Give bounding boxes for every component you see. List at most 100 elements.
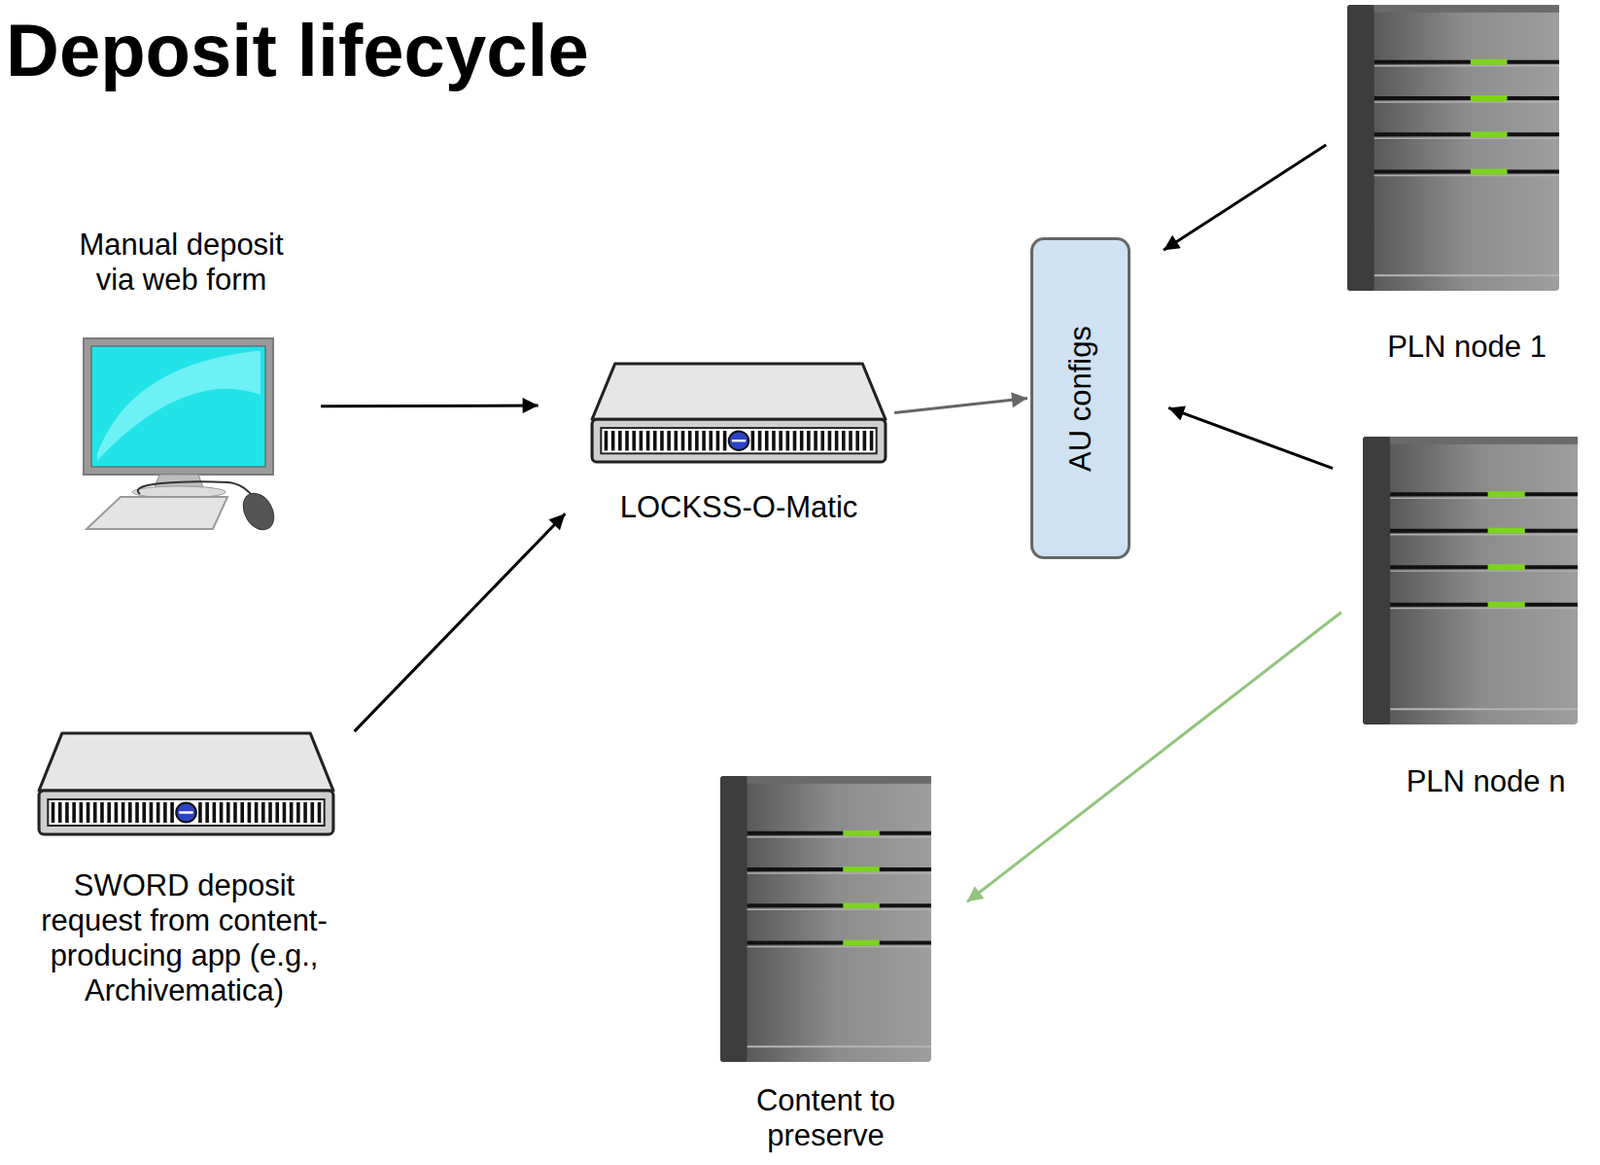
label-slot: SWORD deposit request from content-produ… [29,868,341,1009]
node-label: Manual deposit via web form [62,227,301,298]
vent-bar [254,801,259,823]
vent-bar [289,801,294,823]
status-led [842,902,879,908]
vent-bar [275,801,279,823]
vent-bar [708,430,713,451]
bay-line [1390,491,1578,496]
bay-highlight [1374,65,1560,67]
vent-bar [841,430,846,451]
tower-base-line [1374,274,1560,277]
vent-bar [820,430,825,451]
bay-highlight [1390,607,1578,609]
bay-highlight [1374,101,1560,103]
server-front [38,790,334,835]
status-led [1470,95,1508,102]
vent-bar [813,430,818,451]
vent-bar [240,801,244,823]
vent-bar [611,430,616,451]
bay-line [1374,60,1560,65]
vent-bar [310,801,314,823]
status-led [1488,527,1526,534]
vent-bar [701,430,706,451]
vent-bar [205,801,209,823]
status-led [842,866,879,872]
vent-bar [793,430,798,451]
status-led [1470,169,1508,175]
computer-icon [81,336,281,536]
vent-bar [317,801,322,823]
vent-bar [660,430,664,451]
vent-bar [666,430,671,451]
vent-bar [219,801,224,823]
vent-bar [212,801,217,823]
vent-bar [771,430,776,451]
tower-node: PLN node 1 [1347,4,1560,291]
tower-node: Content to preserve [720,775,932,1062]
power-button [729,430,750,450]
tower-side [1347,4,1375,291]
vent-bar [100,801,105,823]
bay-line [1390,564,1578,569]
vent-bar [723,430,728,451]
bay-line [747,831,932,835]
vent-bar [226,801,231,823]
vent-bar [751,430,756,451]
label-slot: AU configs [1063,325,1099,472]
vent-bar [786,430,791,451]
rack-node: SWORD deposit request from content-produ… [35,730,337,837]
vent-bar [163,801,168,823]
vent-bar [806,430,811,451]
vent-bar [681,430,686,451]
vent-bar [282,801,287,823]
label-slot: PLN node 1 [1387,329,1547,365]
tower-top [1390,436,1578,445]
diagram-title: Deposit lifecycle [5,9,590,92]
node-label: PLN node n [1406,764,1566,800]
bay-highlight [1390,533,1578,535]
vent-bar [618,430,623,451]
vent-bar [58,801,63,823]
status-led [842,830,879,836]
monitor-frame [83,338,274,475]
vent-bar [296,801,301,823]
vent-bar [121,801,126,823]
tower-top [1374,4,1560,13]
vent-bar [135,801,140,823]
bay-highlight [1390,496,1578,498]
rack-node: LOCKSS-O-Matic [589,360,889,465]
server-front [591,418,886,462]
vent-bar [106,801,111,823]
vent-bar [863,430,868,451]
vent-bar [674,430,679,451]
node-label: PLN node 1 [1387,329,1547,365]
status-led [1488,563,1526,570]
vent-bar [149,801,154,823]
power-mark [178,810,193,814]
server-tower-icon [1362,436,1578,725]
tower-side [1362,436,1391,725]
rack-server-icon [589,360,889,465]
connector-arrow [894,398,1028,414]
label-slot: PLN node n [1406,764,1566,800]
vent-bar [128,801,133,823]
tower-body [1362,436,1578,725]
computer-node: Manual deposit via web form [81,336,281,536]
vent-bar [758,430,763,451]
tower-base-line [747,1044,932,1047]
mouse [237,487,280,536]
bay-line [747,903,932,907]
vent-bar [646,430,651,451]
connector-arrow [1168,407,1333,468]
vent-bar [695,430,699,451]
vent-bar [114,801,119,823]
vent-bar [198,801,203,823]
title-slot: Deposit lifecycle [5,9,590,92]
rack-server-icon [35,730,337,837]
monitor-screen [91,346,266,467]
vent-bar [778,430,783,451]
node-label: SWORD deposit request from content-produ… [29,868,341,1009]
vent-bar [79,801,84,823]
connector-arrow [320,404,539,409]
bay-line [1374,96,1560,101]
